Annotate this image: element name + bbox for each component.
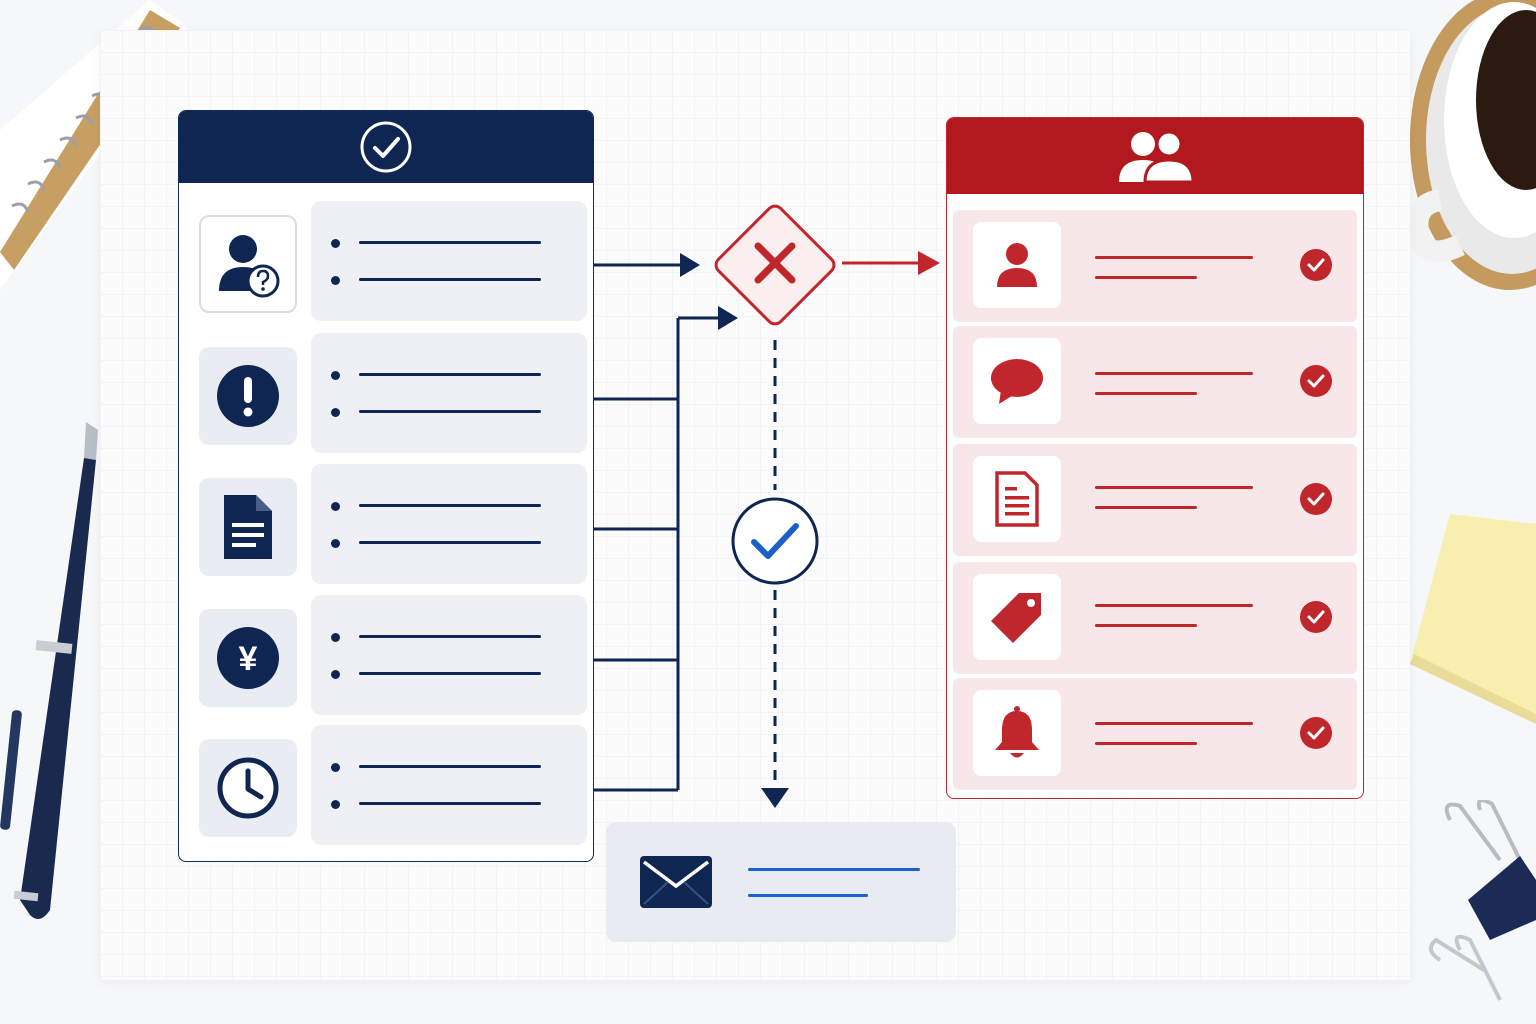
output-row-user <box>953 210 1357 322</box>
text-line-placeholder <box>1095 604 1253 607</box>
text-placeholder <box>311 595 587 715</box>
icon-tile <box>199 347 297 445</box>
text-line-placeholder <box>1095 372 1253 375</box>
text-line-placeholder <box>331 276 340 285</box>
user-icon <box>997 243 1037 287</box>
text-line-placeholder <box>1095 392 1197 395</box>
text-line-placeholder <box>359 765 541 768</box>
yen-icon: ¥ <box>217 627 279 689</box>
text-line-placeholder <box>1095 722 1253 725</box>
speech-bubble-icon <box>991 359 1043 404</box>
icon-tile <box>973 574 1061 660</box>
text-line-placeholder <box>359 802 541 805</box>
icon-tile <box>973 690 1061 776</box>
text-line-placeholder <box>359 672 541 675</box>
text-line-placeholder <box>1095 742 1197 745</box>
email-output <box>606 822 956 942</box>
arrow-head <box>718 306 738 330</box>
x-icon <box>754 242 796 284</box>
text-line-placeholder <box>331 239 340 248</box>
tag-icon <box>991 593 1041 643</box>
input-row-time <box>199 725 587 859</box>
icon-tile <box>199 215 297 313</box>
text-line-placeholder <box>331 371 340 380</box>
document-icon <box>224 495 272 559</box>
check-icon <box>1300 601 1332 633</box>
text-line-placeholder <box>331 633 340 642</box>
bell-icon <box>995 706 1039 758</box>
output-panel-header <box>947 118 1363 194</box>
text-line-placeholder <box>1095 276 1197 279</box>
output-row-notification <box>953 678 1357 790</box>
icon-tile <box>973 456 1061 542</box>
text-placeholder <box>311 201 587 321</box>
user-question-icon <box>219 235 280 298</box>
icon-tile <box>199 478 297 576</box>
input-panel: ¥ <box>178 110 594 862</box>
text-line-placeholder <box>748 894 868 897</box>
text-line-placeholder <box>359 241 541 244</box>
input-row-document <box>199 464 587 598</box>
input-row-user <box>199 201 587 335</box>
input-row-payment: ¥ <box>199 595 587 729</box>
text-line-placeholder <box>359 541 541 544</box>
text-line-placeholder <box>1095 486 1253 489</box>
check-circle-icon <box>751 523 799 559</box>
coffee-cup <box>1406 0 1536 290</box>
approval-check <box>731 497 819 585</box>
output-panel <box>946 117 1364 799</box>
exclamation-icon <box>217 365 279 427</box>
text-line-placeholder <box>331 670 340 679</box>
text-line-placeholder <box>359 373 541 376</box>
icon-tile <box>973 338 1061 424</box>
check-icon <box>1300 483 1332 515</box>
arrow-head <box>680 253 700 277</box>
input-panel-header <box>179 111 593 183</box>
text-line-placeholder <box>1095 624 1197 627</box>
icon-tile <box>199 739 297 837</box>
text-line-placeholder <box>359 635 541 638</box>
decision-diamond <box>714 204 836 326</box>
text-line-placeholder <box>1095 256 1253 259</box>
check-circle-icon <box>360 121 412 173</box>
text-placeholder <box>311 725 587 845</box>
binder-clips <box>1428 800 1536 1001</box>
text-placeholder <box>311 464 587 584</box>
document-icon <box>995 471 1039 527</box>
clock-icon <box>217 757 279 819</box>
text-line-placeholder <box>359 410 541 413</box>
text-line-placeholder <box>748 868 920 871</box>
svg-text:¥: ¥ <box>239 640 258 678</box>
output-row-message <box>953 326 1357 438</box>
users-icon <box>1119 130 1195 184</box>
arrow-head <box>918 251 940 275</box>
text-line-placeholder <box>331 502 340 511</box>
input-row-alert <box>199 333 587 467</box>
check-icon <box>1300 717 1332 749</box>
text-placeholder <box>311 333 587 453</box>
text-line-placeholder <box>331 763 340 772</box>
text-line-placeholder <box>359 278 541 281</box>
pen <box>0 422 98 919</box>
output-row-tag <box>953 562 1357 674</box>
check-icon <box>1300 365 1332 397</box>
text-line-placeholder <box>331 539 340 548</box>
output-row-document <box>953 444 1357 556</box>
icon-tile: ¥ <box>199 609 297 707</box>
envelope-icon <box>640 856 712 908</box>
text-line-placeholder <box>331 800 340 809</box>
icon-tile <box>973 222 1061 308</box>
text-line-placeholder <box>1095 506 1197 509</box>
text-line-placeholder <box>359 504 541 507</box>
text-line-placeholder <box>331 408 340 417</box>
check-icon <box>1300 249 1332 281</box>
arrow-head <box>761 788 789 808</box>
sticky-note <box>1410 514 1536 724</box>
